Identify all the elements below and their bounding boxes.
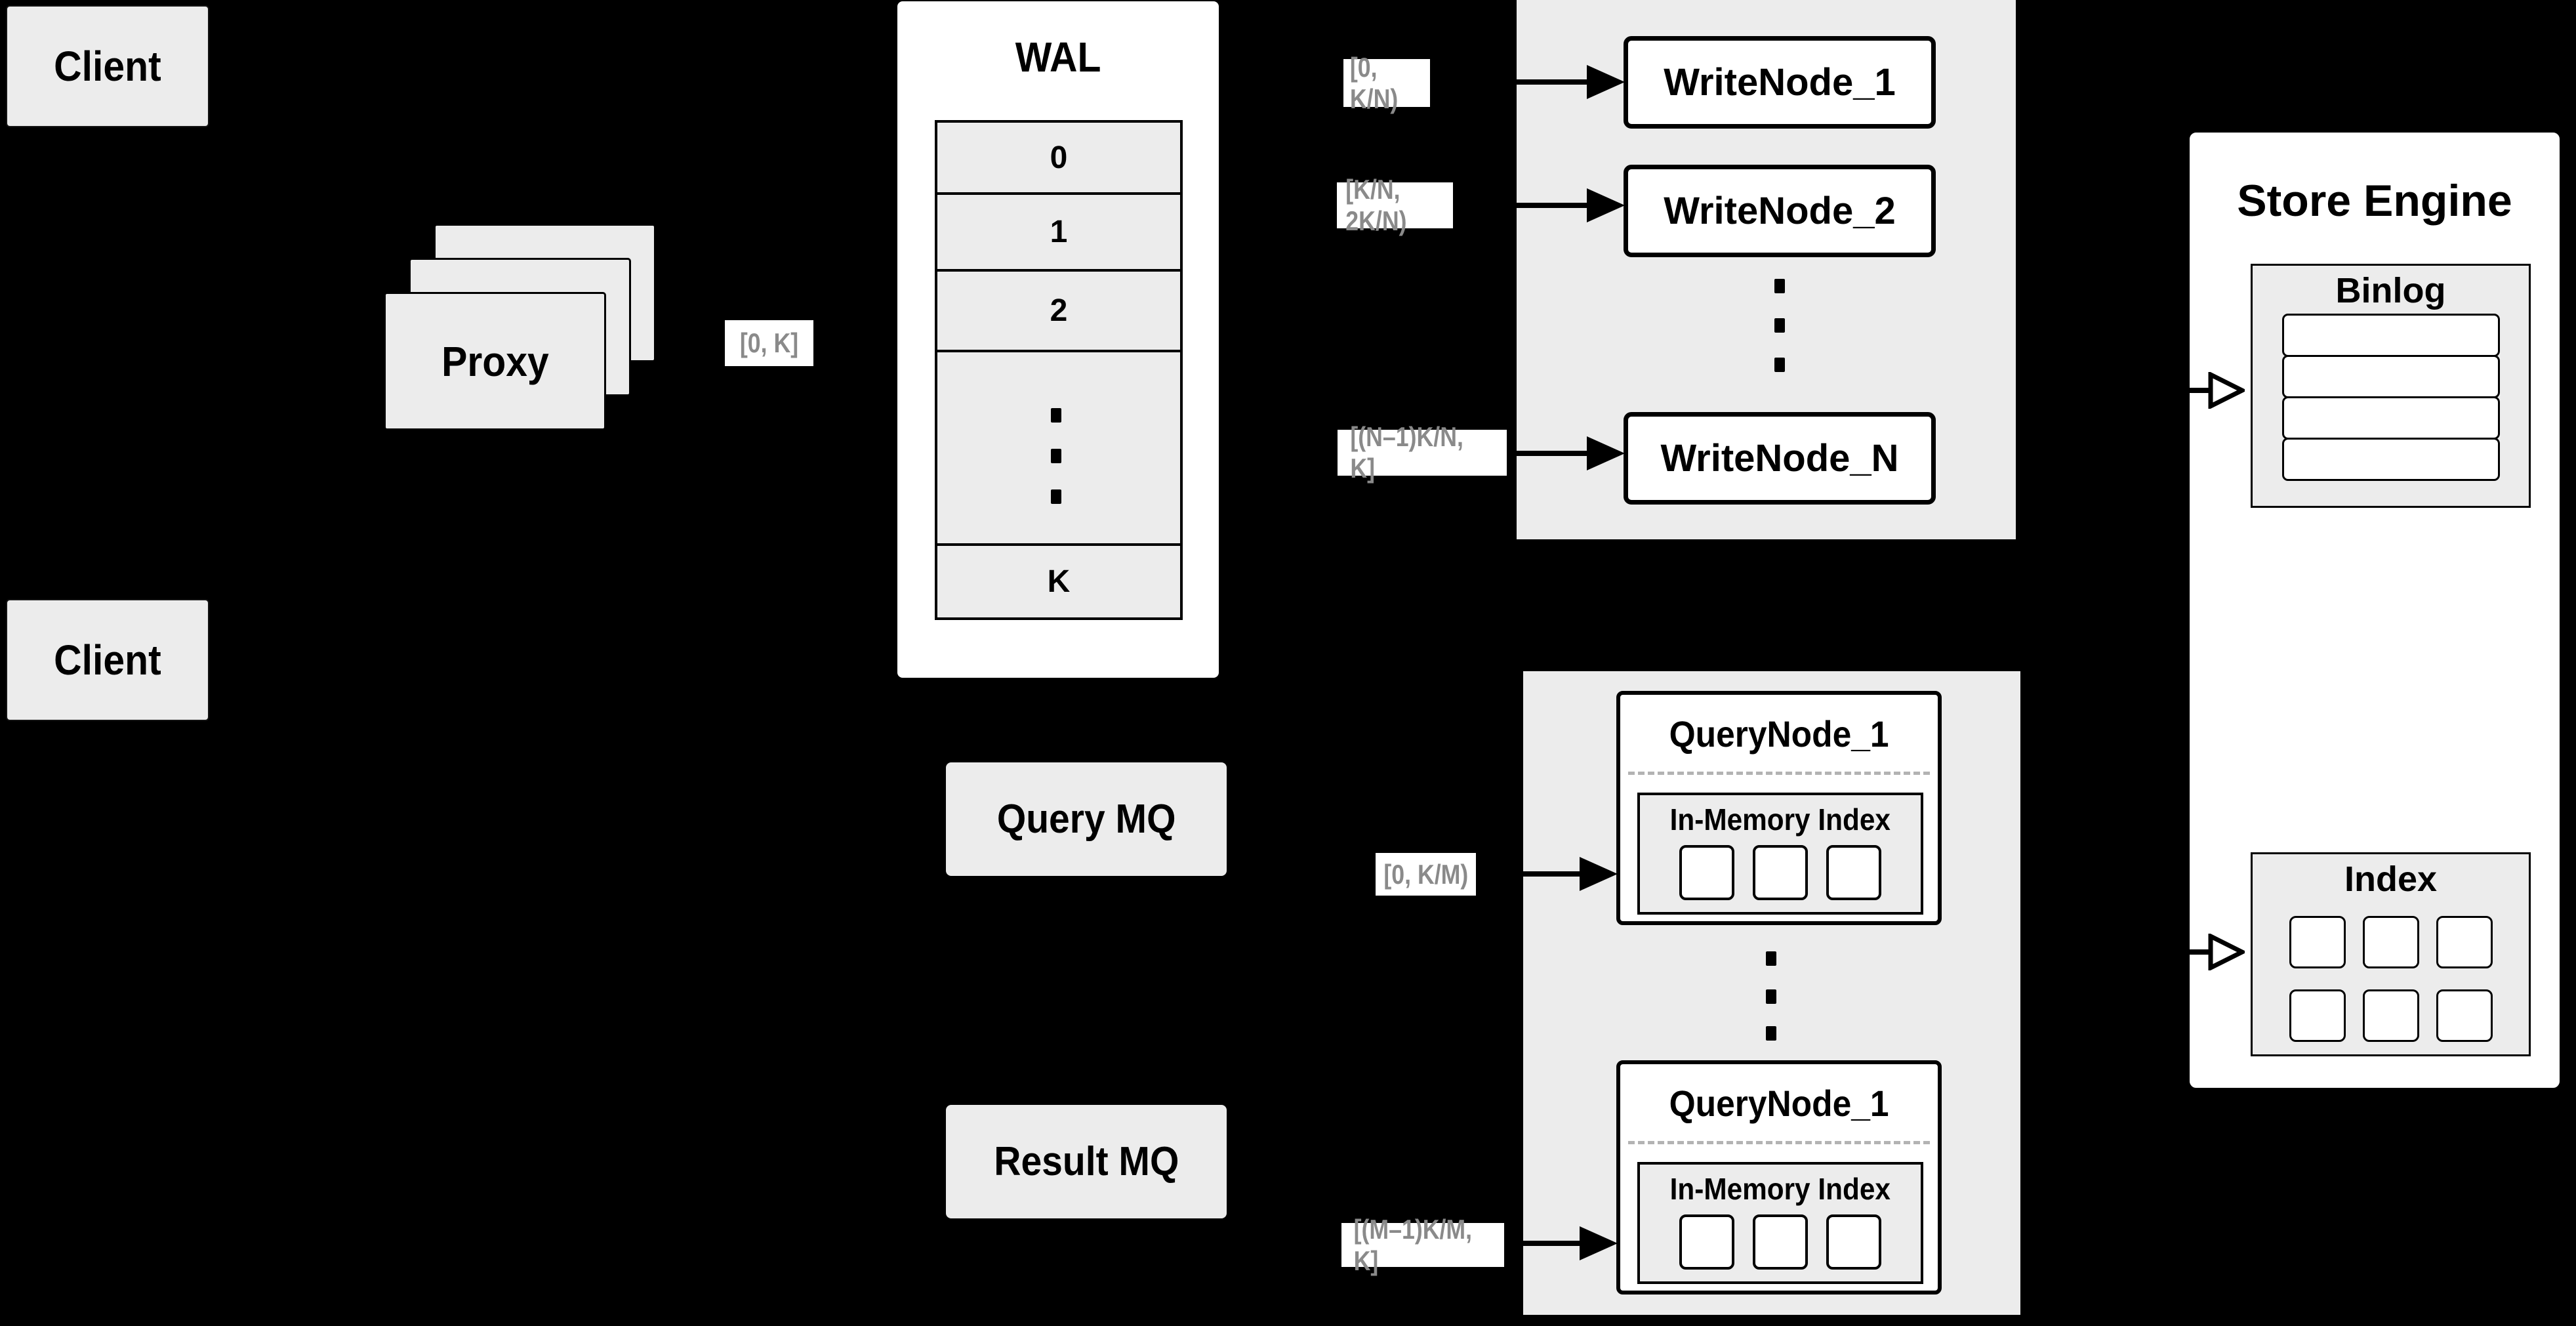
result-mq-box: Result MQ bbox=[946, 1105, 1227, 1218]
range-label-write-2: [K/N, 2K/N) bbox=[1337, 174, 1453, 236]
index-row bbox=[2253, 916, 2529, 968]
query-node-1: QueryNode_1 In-Memory Index bbox=[1616, 691, 1942, 925]
ellipsis-dot bbox=[1051, 408, 1061, 423]
index-cell bbox=[1679, 845, 1734, 900]
dashed-divider bbox=[1628, 1141, 1930, 1144]
query-nodes-panel: QueryNode_1 In-Memory Index QueryNode_1 bbox=[1523, 671, 2020, 1315]
binlog-row bbox=[2281, 314, 2500, 357]
range-label-query-1: [0, K/M) bbox=[1376, 853, 1476, 896]
in-memory-index-title: In-Memory Index bbox=[1669, 1172, 1891, 1206]
store-engine-title: Store Engine bbox=[2237, 176, 2512, 226]
wal-segment-0: 0 bbox=[935, 120, 1183, 195]
in-memory-index-box: In-Memory Index bbox=[1637, 1162, 1923, 1284]
proxy-label: Proxy bbox=[441, 337, 549, 385]
index-cell bbox=[2362, 989, 2419, 1042]
store-engine-panel: Store Engine Binlog Index bbox=[2187, 130, 2562, 1090]
arrow-head-write-n bbox=[1587, 436, 1625, 470]
binlog-title: Binlog bbox=[2335, 271, 2446, 310]
range-label-write-n: [(N–1)K/N, K] bbox=[1338, 421, 1507, 484]
in-memory-index-box: In-Memory Index bbox=[1637, 793, 1923, 915]
query-node-2-title: QueryNode_1 bbox=[1669, 1082, 1889, 1124]
index-row bbox=[2253, 989, 2529, 1042]
in-memory-index-cells bbox=[1640, 845, 1921, 900]
index-cell bbox=[1826, 845, 1881, 900]
dashed-divider bbox=[1628, 772, 1930, 775]
query-mq-box: Query MQ bbox=[946, 762, 1227, 876]
range-label-proxy-out: [0, K] bbox=[725, 320, 813, 366]
binlog-row bbox=[2281, 396, 2500, 440]
in-memory-index-cells bbox=[1640, 1214, 1921, 1270]
arrow-head-write-2 bbox=[1587, 188, 1625, 222]
arrow-line-write-1 bbox=[1430, 79, 1591, 85]
arrow-head-binlog bbox=[2208, 372, 2245, 409]
range-label-write-1: [0, K/N) bbox=[1343, 52, 1430, 114]
arrow-line-index bbox=[2188, 949, 2215, 955]
wal-segment-k: K bbox=[935, 543, 1183, 620]
index-cell bbox=[2436, 989, 2493, 1042]
index-cell bbox=[1679, 1214, 1734, 1270]
wal-panel: WAL 0 1 2 K bbox=[897, 1, 1219, 678]
query-node-1-title: QueryNode_1 bbox=[1669, 713, 1889, 755]
client-box-top: Client bbox=[6, 5, 209, 127]
index-cell bbox=[2289, 916, 2346, 968]
binlog-box: Binlog bbox=[2251, 264, 2531, 508]
write-node-n: WriteNode_N bbox=[1624, 412, 1936, 505]
index-cell bbox=[2362, 916, 2419, 968]
ellipsis-dot bbox=[1051, 449, 1061, 463]
arrow-head-index bbox=[2208, 934, 2245, 970]
binlog-row bbox=[2281, 438, 2500, 481]
arrow-head-query-2 bbox=[1580, 1226, 1618, 1260]
ellipsis-dot bbox=[1774, 318, 1785, 333]
arrow-line-write-2 bbox=[1453, 203, 1591, 208]
client-bottom-label: Client bbox=[54, 636, 161, 684]
range-label-query-2: [(M–1)K/M, K] bbox=[1341, 1214, 1504, 1276]
ellipsis-dot bbox=[1774, 279, 1785, 293]
write-node-1: WriteNode_1 bbox=[1624, 36, 1936, 129]
write-node-2: WriteNode_2 bbox=[1624, 165, 1936, 257]
client-top-label: Client bbox=[54, 43, 161, 90]
binlog-row bbox=[2281, 355, 2500, 398]
arrow-head-write-1 bbox=[1587, 65, 1625, 99]
index-title: Index bbox=[2344, 860, 2438, 899]
index-cell bbox=[1753, 845, 1808, 900]
ellipsis-dot bbox=[1766, 951, 1776, 966]
wal-segment-1: 1 bbox=[935, 192, 1183, 272]
ellipsis-dot bbox=[1766, 1026, 1776, 1041]
arrow-line-query-1 bbox=[1476, 871, 1584, 877]
in-memory-index-title: In-Memory Index bbox=[1669, 802, 1891, 837]
wal-segment-2: 2 bbox=[935, 269, 1183, 352]
wal-segment-ellipsis bbox=[935, 350, 1183, 546]
query-node-2: QueryNode_1 In-Memory Index bbox=[1616, 1060, 1942, 1295]
index-cell bbox=[2436, 916, 2493, 968]
index-cell bbox=[1826, 1214, 1881, 1270]
arrow-line-query-2 bbox=[1504, 1241, 1584, 1246]
ellipsis-dot bbox=[1774, 358, 1785, 372]
proxy-box: Proxy bbox=[384, 292, 606, 430]
index-cell bbox=[1753, 1214, 1808, 1270]
arrow-head-query-1 bbox=[1580, 857, 1618, 891]
client-box-bottom: Client bbox=[6, 599, 209, 721]
index-box: Index bbox=[2251, 852, 2531, 1056]
wal-title: WAL bbox=[1015, 33, 1101, 81]
arrow-line-binlog bbox=[2188, 388, 2215, 393]
arrow-line-write-n bbox=[1507, 451, 1591, 456]
index-cell bbox=[2289, 989, 2346, 1042]
ellipsis-dot bbox=[1766, 989, 1776, 1004]
ellipsis-dot bbox=[1051, 489, 1061, 504]
